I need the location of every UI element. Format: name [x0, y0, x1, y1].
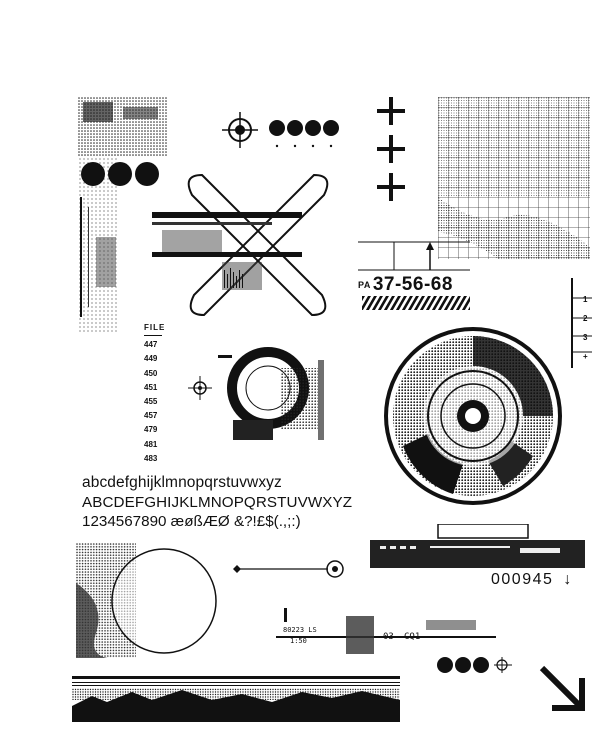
ring-collage	[218, 347, 324, 440]
file-number: 451	[144, 382, 158, 392]
grunge-texture-left	[78, 97, 168, 332]
label-strip	[276, 608, 496, 654]
target-icon	[188, 376, 212, 400]
pa-value: 37-56-68	[372, 274, 453, 295]
dimension-box	[358, 241, 470, 271]
small-tag-fragment-b: CQ1	[404, 632, 421, 642]
three-dots-bottom	[437, 657, 512, 673]
small-tag-code: 80223 LS	[283, 626, 317, 634]
file-number: 481	[144, 439, 158, 449]
collage-bar	[152, 212, 302, 290]
file-list-header: FILE	[144, 321, 164, 337]
crosshair-icon	[222, 112, 258, 148]
arrow-down-right-icon	[539, 665, 585, 711]
grid-texture	[438, 97, 590, 259]
file-number: 483	[144, 453, 158, 463]
small-tag-fragment-a: 03	[383, 632, 394, 642]
grunge-circle	[76, 543, 217, 658]
small-tag-ratio: 1:50	[290, 637, 307, 645]
specimen-digits: 1234567890 æøßÆØ &?!£$(.,;:)	[82, 513, 301, 530]
file-number: 457	[144, 411, 158, 421]
specimen-uppercase: ABCDEFGHIJKLMNOPQRSTUVWXYZ	[82, 494, 353, 511]
file-number: 450	[144, 368, 158, 378]
scale-label: 3	[583, 333, 588, 342]
x-shape-icon	[187, 173, 329, 317]
landscape-strip	[72, 676, 400, 722]
dot-row-top	[269, 120, 339, 148]
file-number: 479	[144, 425, 158, 435]
dial-icon	[384, 327, 562, 505]
specimen-lowercase: abcdefghijklmnopqrstuvwxyz	[82, 474, 282, 491]
file-number: 455	[144, 397, 158, 407]
scale-label: +	[583, 352, 588, 361]
scale-label: 1	[583, 295, 588, 304]
file-number: 447	[144, 340, 158, 350]
file-number: 449	[144, 354, 158, 364]
line-target	[233, 560, 344, 578]
plus-icon	[377, 97, 405, 201]
scale-ruler	[571, 278, 592, 368]
counter: 000945 ↓	[491, 571, 573, 589]
counter-value: 000945	[491, 571, 554, 588]
type-specimen: abcdefghijklmnopqrstuvwxyz ABCDEFGHIJKLM…	[82, 474, 352, 530]
file-list: FILE 447 449 450 451 455 457 479 481 483	[144, 321, 164, 466]
machine-strip	[370, 524, 585, 568]
scale-label: 2	[583, 314, 588, 323]
three-dots-left	[81, 162, 159, 186]
scale-labels: 1 2 3 +	[583, 290, 588, 366]
hazard-stripe	[362, 296, 470, 310]
pa-prefix: PA	[358, 280, 371, 290]
arrow-down-icon: ↓	[563, 571, 573, 588]
